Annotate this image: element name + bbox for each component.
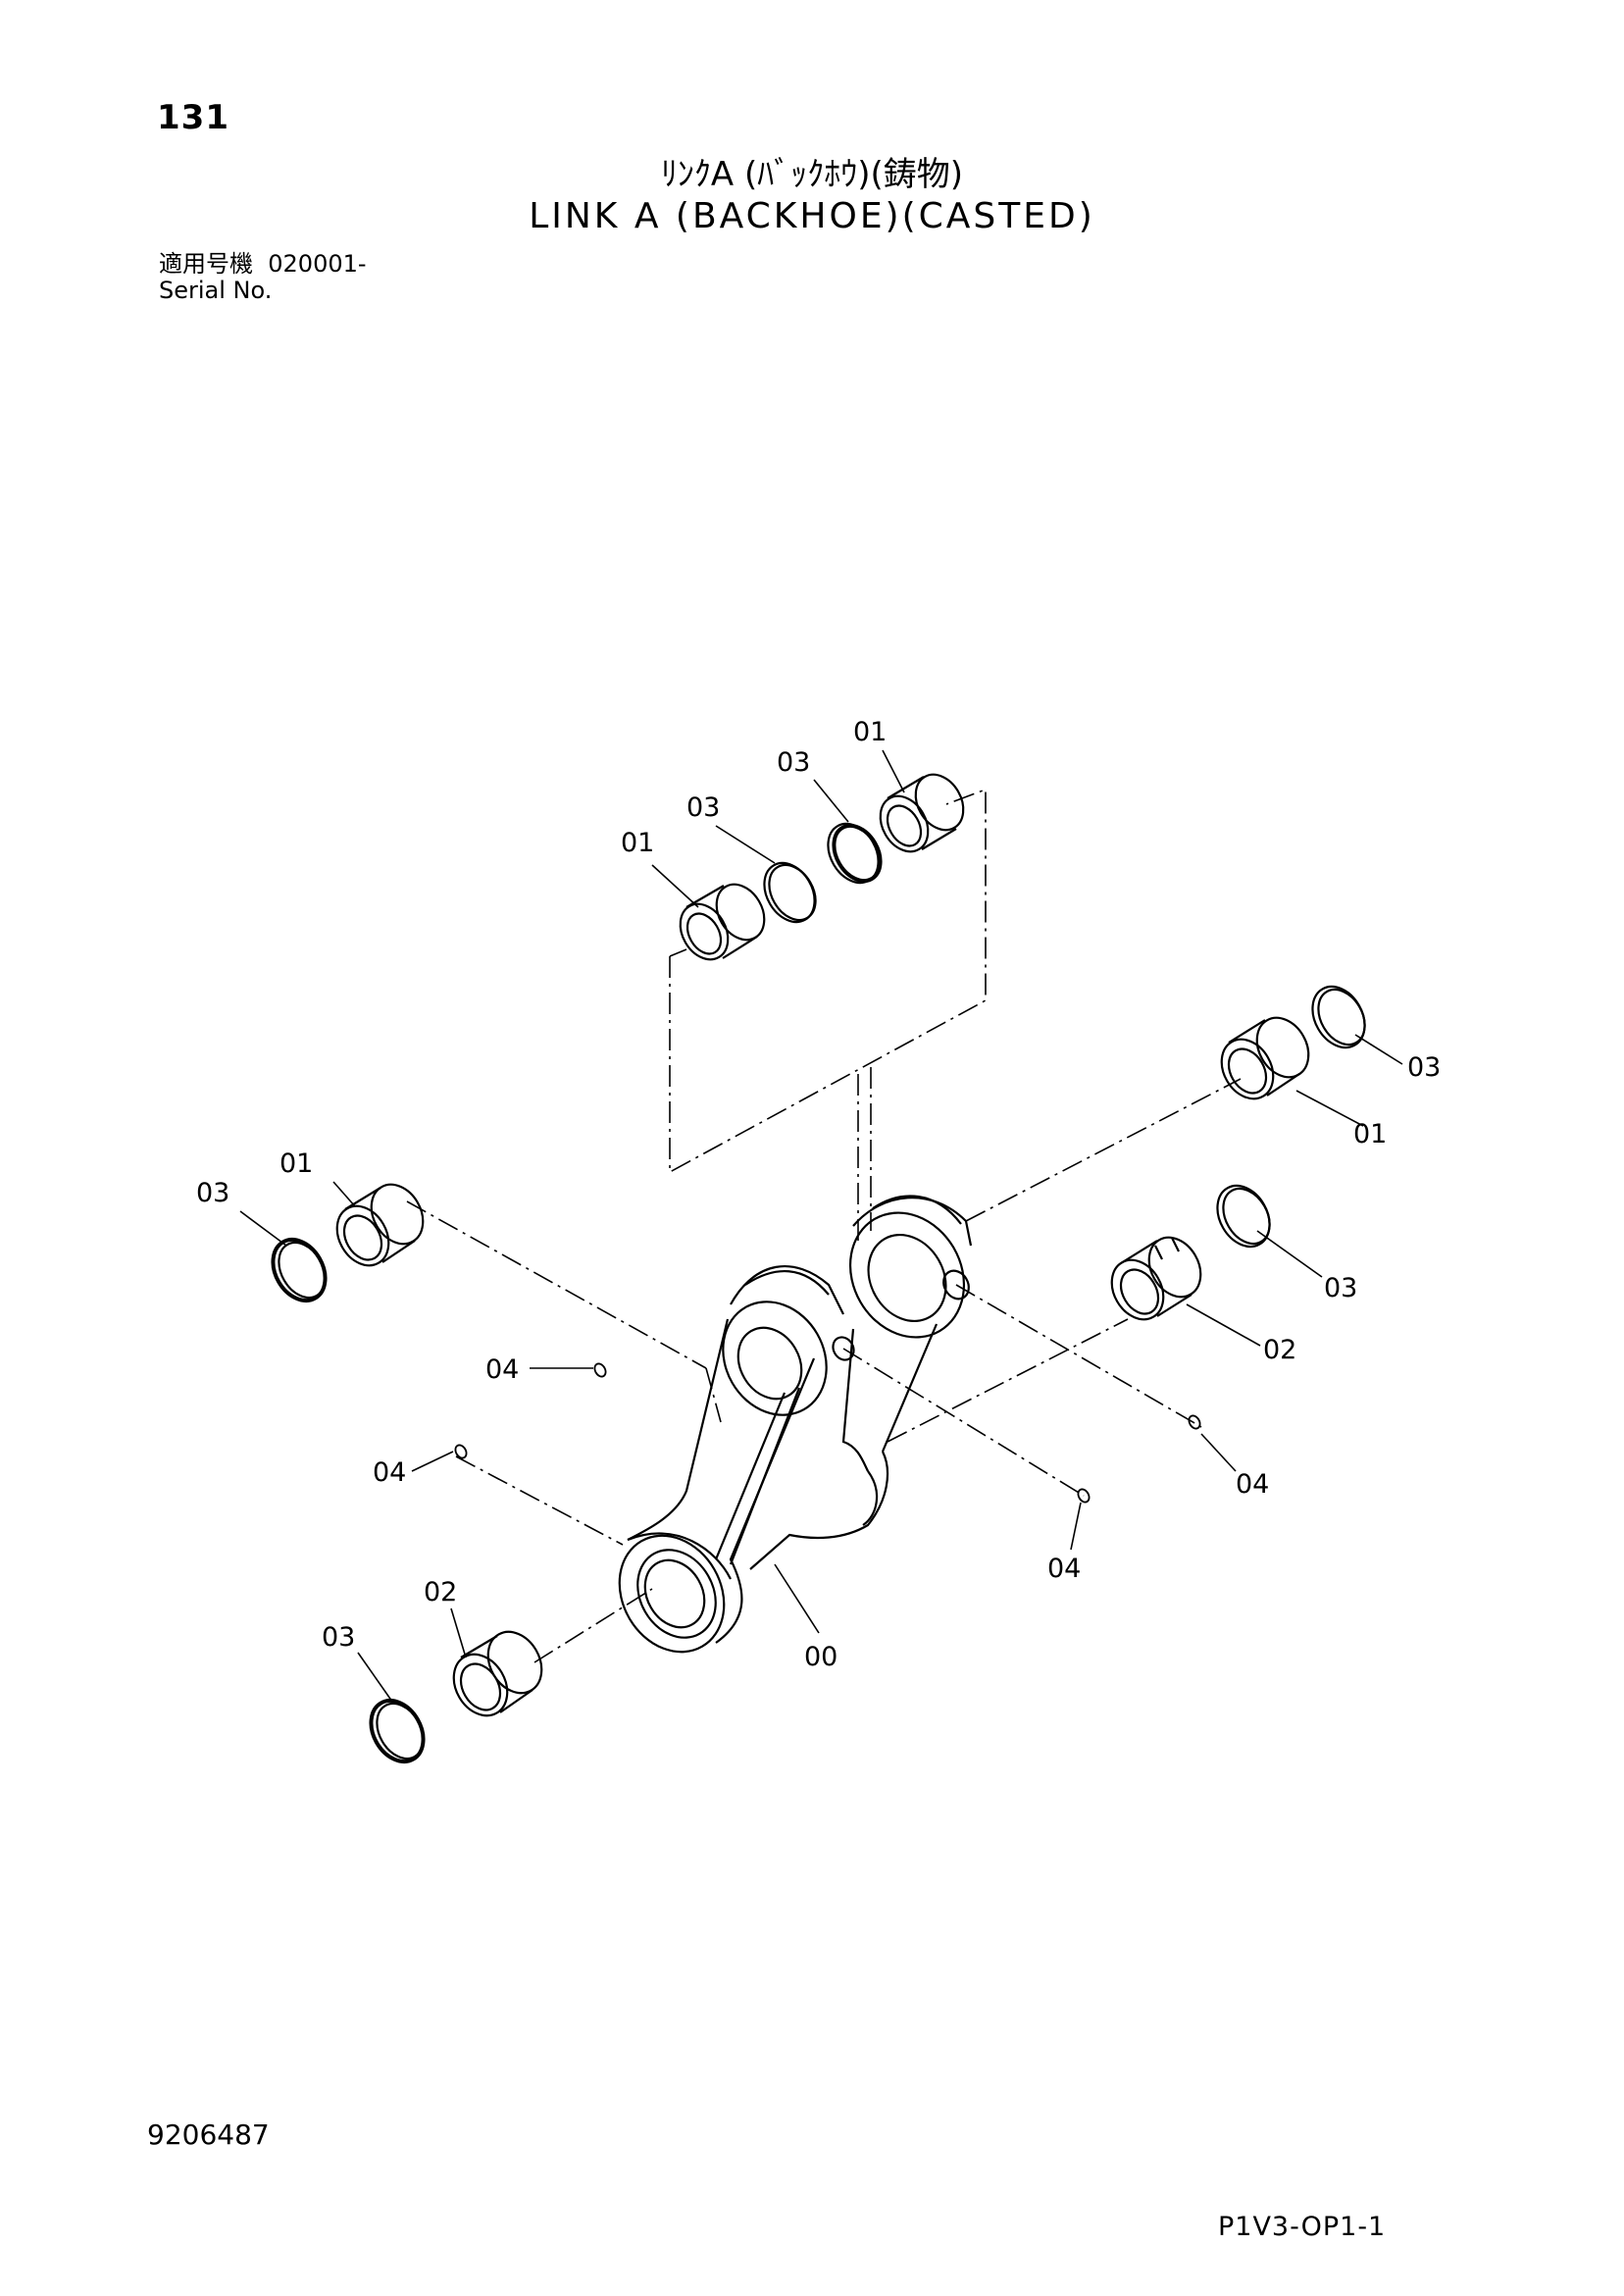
title-japanese: ﾘﾝｸA (ﾊﾞｯｸﾎｳ)(鋳物) xyxy=(660,155,964,194)
callout-04-right: 04 xyxy=(1236,1469,1269,1500)
serial-info: 適用号機 020001- Serial No. xyxy=(159,251,367,304)
callout-03-right-upper: 03 xyxy=(1407,1052,1441,1083)
callout-03-top-right: 03 xyxy=(777,747,810,778)
bushing-left-upper xyxy=(335,1183,425,1267)
ring-top-left xyxy=(763,861,817,924)
callout-01-right-upper: 01 xyxy=(1353,1119,1387,1149)
assembly-leader-lines xyxy=(406,788,1242,1663)
callout-01-top-right: 01 xyxy=(853,717,887,747)
bushing-right-lower xyxy=(1110,1236,1202,1321)
bushing-top-right xyxy=(879,773,965,853)
link-a-casting xyxy=(618,1195,973,1654)
ring-left-lower xyxy=(369,1699,426,1763)
ring-top-right xyxy=(827,822,883,885)
ring-right-lower xyxy=(1216,1184,1271,1249)
serial-label-en: Serial No. xyxy=(159,277,273,304)
page-code: P1V3-OP1-1 xyxy=(1218,2212,1387,2242)
serial-label-jp: 適用号機 xyxy=(159,250,253,278)
callout-02-left-lower: 02 xyxy=(424,1577,457,1607)
grease-fittings xyxy=(454,1362,1201,1504)
callout-02-right-lower: 02 xyxy=(1263,1335,1296,1365)
page-number: 131 xyxy=(157,98,229,137)
ring-left-upper xyxy=(271,1238,328,1302)
serial-value: 020001- xyxy=(268,250,367,278)
callout-04-center: 04 xyxy=(1047,1554,1081,1584)
title-english: LINK A (BACKHOE)(CASTED) xyxy=(529,196,1095,236)
callout-03-right-lower: 03 xyxy=(1324,1273,1357,1303)
callout-01-left-upper: 01 xyxy=(279,1148,313,1179)
bushing-left-lower xyxy=(452,1630,543,1717)
callout-labels: 01 03 03 01 03 01 01 03 02 03 04 04 04 0… xyxy=(196,717,1441,1672)
callout-03-left-upper: 03 xyxy=(196,1178,229,1208)
bushing-right-upper xyxy=(1220,1016,1310,1100)
document-number: 9206487 xyxy=(147,2118,270,2151)
ring-right-upper xyxy=(1311,985,1366,1049)
callout-03-top-left: 03 xyxy=(686,792,720,823)
callout-04-left-lower: 04 xyxy=(373,1457,406,1488)
bushing-top-left xyxy=(679,883,766,961)
callout-03-left-lower: 03 xyxy=(322,1622,355,1653)
callout-00-link: 00 xyxy=(804,1642,837,1672)
callout-01-top-left: 01 xyxy=(621,828,654,858)
callout-04-left-upper: 04 xyxy=(485,1354,519,1385)
callout-leaders xyxy=(239,749,1403,1703)
